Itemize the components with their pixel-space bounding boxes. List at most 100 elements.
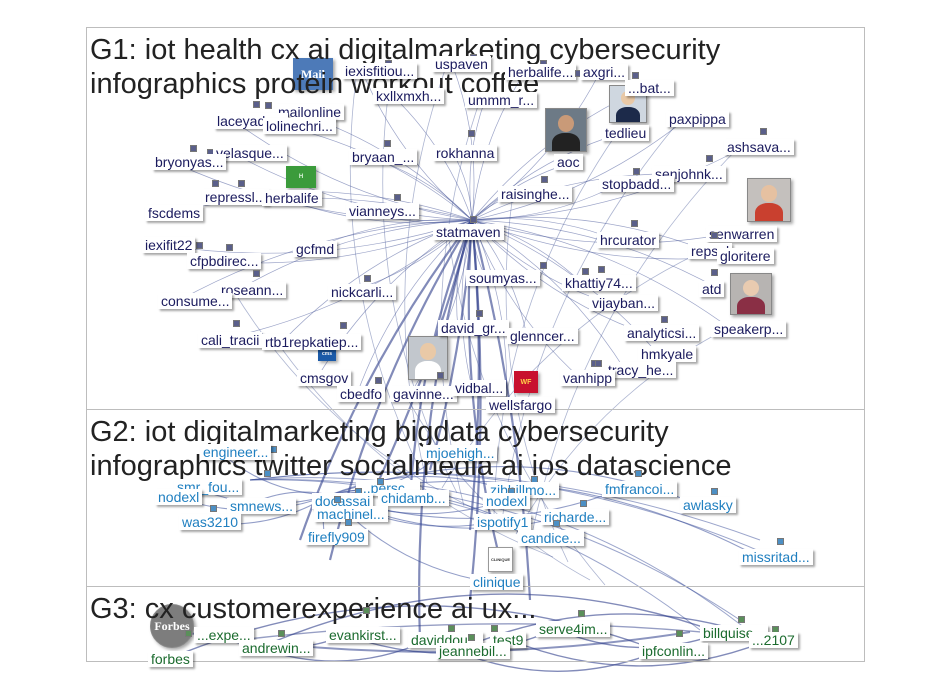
- node-icon[interactable]: [553, 520, 560, 527]
- node-icon[interactable]: [233, 320, 240, 327]
- node-label-n27[interactable]: senwarren: [706, 226, 778, 242]
- node-label-n26[interactable]: hrcurator: [597, 232, 660, 248]
- node-label-n48[interactable]: tracy_he...: [605, 362, 677, 378]
- node-label-n36[interactable]: nickcarli...: [328, 284, 397, 300]
- node-icon[interactable]: [598, 266, 605, 273]
- node-label-n66[interactable]: machinel...: [314, 506, 388, 522]
- node-label-n49[interactable]: cbedfo: [337, 386, 386, 402]
- node-icon[interactable]: [238, 180, 245, 187]
- node-icon[interactable]: [384, 140, 391, 147]
- node-label-n72[interactable]: missritad...: [739, 549, 813, 565]
- node-label-n13[interactable]: rokhanna: [433, 145, 498, 161]
- node-label-n41[interactable]: david_gr...: [438, 320, 509, 336]
- node-label-n81[interactable]: ...2107: [749, 632, 798, 648]
- node-label-n69[interactable]: ispotify1: [474, 514, 532, 530]
- node-label-n84[interactable]: forbes: [148, 651, 193, 667]
- node-icon[interactable]: [578, 610, 585, 617]
- node-label-n65[interactable]: smnews...: [227, 498, 297, 514]
- node-label-n61[interactable]: docassai: [312, 493, 374, 509]
- node-label-n73[interactable]: clinique: [470, 574, 524, 590]
- node-label-n21[interactable]: repressl...: [202, 189, 270, 205]
- node-label-n5[interactable]: kxllxmxh...: [373, 88, 445, 104]
- node-icon[interactable]: [437, 372, 444, 379]
- node-label-n20[interactable]: raisinghe...: [498, 186, 573, 202]
- node-label-n68[interactable]: was3210: [179, 514, 242, 530]
- node-label-n16[interactable]: bryonyas...: [152, 154, 227, 170]
- node-label-n33[interactable]: soumyas...: [466, 270, 540, 286]
- node-label-n3[interactable]: axgri...: [580, 64, 629, 80]
- node-label-n46[interactable]: hmkyale: [638, 346, 697, 362]
- forbes-avatar[interactable]: Forbes: [150, 604, 194, 648]
- node-icon[interactable]: [711, 232, 718, 239]
- node-label-n43[interactable]: analyticsi...: [624, 325, 700, 341]
- node-icon[interactable]: [540, 262, 547, 269]
- node-label-n78[interactable]: andrewin...: [239, 640, 314, 656]
- node-label-n7[interactable]: mailonline: [275, 104, 345, 120]
- node-icon[interactable]: [334, 496, 341, 503]
- node-icon[interactable]: [375, 377, 382, 384]
- node-icon[interactable]: [364, 275, 371, 282]
- node-icon[interactable]: [738, 616, 745, 623]
- node-icon[interactable]: [190, 145, 197, 152]
- node-icon[interactable]: [196, 242, 203, 249]
- node-icon[interactable]: [340, 322, 347, 329]
- node-label-n0[interactable]: iexisfitiou...: [342, 63, 418, 79]
- mailonline-logo[interactable]: Mail: [293, 58, 333, 90]
- node-label-n54[interactable]: engineer...: [200, 444, 272, 460]
- wellsfargo-logo[interactable]: WF: [514, 371, 538, 393]
- node-label-n35[interactable]: roseann...: [218, 282, 287, 298]
- node-icon[interactable]: [777, 538, 784, 545]
- clinique-logo[interactable]: CLINIQUE: [488, 547, 513, 572]
- node-icon[interactable]: [468, 130, 475, 137]
- node-label-n42[interactable]: glenncer...: [507, 328, 578, 344]
- node-label-n14[interactable]: aoc: [554, 154, 583, 170]
- node-icon[interactable]: [632, 72, 639, 79]
- node-icon[interactable]: [185, 630, 192, 637]
- node-icon[interactable]: [345, 519, 352, 526]
- node-label-n83[interactable]: ipfconlin...: [639, 643, 709, 659]
- node-label-n52[interactable]: wellsfargo: [486, 397, 556, 413]
- node-label-n6[interactable]: ummm_r...: [465, 92, 538, 108]
- node-label-n64[interactable]: awlasky: [680, 497, 736, 513]
- node-icon[interactable]: [491, 625, 498, 632]
- node-icon[interactable]: [363, 607, 370, 614]
- node-label-n31[interactable]: gloritere: [717, 248, 774, 264]
- node-label-n19[interactable]: stopbadd...: [599, 176, 675, 192]
- node-label-n34[interactable]: khattiy74...: [562, 275, 636, 291]
- node-label-n25[interactable]: statmaven: [433, 224, 504, 240]
- node-icon[interactable]: [265, 102, 272, 109]
- node-label-n15[interactable]: ashsava...: [724, 139, 794, 155]
- node-icon[interactable]: [253, 270, 260, 277]
- node-icon[interactable]: [278, 630, 285, 637]
- node-icon[interactable]: [212, 180, 219, 187]
- node-label-n23[interactable]: fscdems: [145, 205, 204, 221]
- node-icon[interactable]: [633, 168, 640, 175]
- node-icon[interactable]: [377, 478, 384, 485]
- node-icon[interactable]: [580, 500, 587, 507]
- node-icon[interactable]: [253, 101, 260, 108]
- node-label-n74[interactable]: ...expe...: [194, 627, 254, 643]
- node-icon[interactable]: [226, 244, 233, 251]
- node-label-n59[interactable]: fmfrancoi...: [602, 481, 678, 497]
- node-label-n2[interactable]: herbalife...: [505, 64, 577, 80]
- aoc-avatar[interactable]: [545, 108, 587, 152]
- node-label-n60[interactable]: nodexl: [155, 489, 203, 505]
- node-label-n70[interactable]: candice...: [518, 530, 584, 546]
- node-label-n11[interactable]: paxpippa: [666, 111, 729, 127]
- node-label-n76[interactable]: serve4im...: [536, 621, 611, 637]
- node-label-n24[interactable]: vianneys...: [346, 203, 419, 219]
- node-label-n37[interactable]: vijayban...: [589, 295, 659, 311]
- node-label-n45[interactable]: rtb1repkatiep...: [262, 334, 362, 350]
- node-icon[interactable]: [541, 176, 548, 183]
- node-label-n75[interactable]: evankirst...: [326, 627, 400, 643]
- node-label-n71[interactable]: firefly909: [305, 529, 368, 545]
- node-label-n44[interactable]: cali_tracii: [198, 332, 263, 348]
- node-label-n39[interactable]: consume...: [158, 293, 233, 309]
- node-label-n4[interactable]: ...bat...: [625, 80, 674, 96]
- gavinnewsom-avatar[interactable]: [408, 336, 448, 380]
- node-label-n29[interactable]: gcfmd: [293, 241, 338, 257]
- node-icon[interactable]: [760, 128, 767, 135]
- node-label-n28[interactable]: iexifit22: [142, 237, 196, 253]
- speakerpelosi-avatar[interactable]: [730, 273, 772, 315]
- node-label-n50[interactable]: gavinne...: [390, 386, 457, 402]
